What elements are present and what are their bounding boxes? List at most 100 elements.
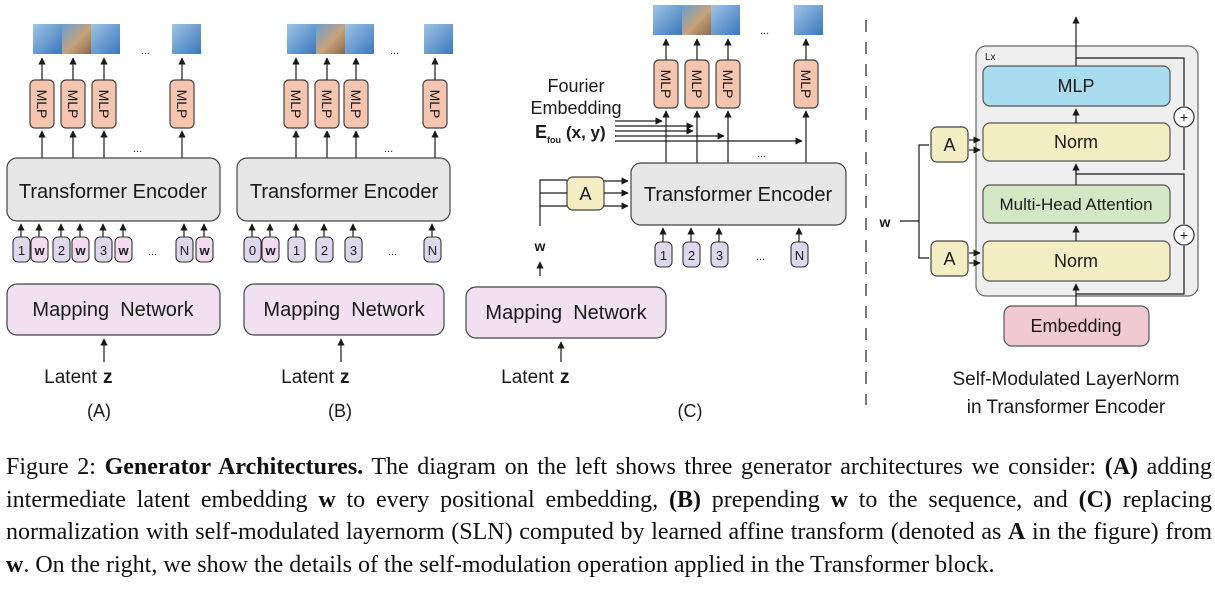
token-label: 1 xyxy=(293,243,300,258)
mlp-label: MLP xyxy=(65,90,81,119)
mapping-network-box xyxy=(465,286,667,339)
caption-text: to the sequence, and xyxy=(847,486,1079,513)
token-row: 0 w 1 2 3 N xyxy=(243,236,442,263)
token-label: w xyxy=(74,243,86,258)
panel-b: ... MLP MLP MLP MLP ... Transformer Enco… xyxy=(236,24,453,421)
token-row: 1 2 3 N xyxy=(654,241,809,268)
affine-label: A xyxy=(579,184,591,204)
ellipsis: ... xyxy=(757,148,766,160)
token-label: 3 xyxy=(100,243,107,258)
norm-top-label: Norm xyxy=(1054,132,1098,152)
panel-a: ... MLP MLP MLP MLP ... Transformer Enco… xyxy=(6,24,221,421)
affine-bottom-block xyxy=(930,240,969,277)
affine-top-label: A xyxy=(943,135,955,155)
mlp-label: MLP xyxy=(689,70,705,99)
token-label: 1 xyxy=(18,243,25,258)
token-label: w xyxy=(198,243,210,258)
panel-a-label: (A) xyxy=(87,401,111,421)
transformer-encoder-box xyxy=(6,157,221,222)
transformer-encoder-box xyxy=(236,157,451,222)
caption-text: replacing normalization with self-modula… xyxy=(6,486,1213,546)
mlp-label: MLP xyxy=(174,90,190,119)
fourier-label: Fourier xyxy=(547,76,604,96)
token-label: 1 xyxy=(660,248,667,263)
transformer-block-container xyxy=(975,45,1199,297)
sln-w-label: w xyxy=(879,214,891,230)
latent-label: Latent xyxy=(44,367,98,388)
w-label: w xyxy=(534,238,546,254)
caption-w: w xyxy=(6,551,24,578)
caption-text: prepending xyxy=(701,486,831,513)
latent-z: z xyxy=(560,367,570,388)
caption-c: (C) xyxy=(1078,486,1112,513)
token-row: 1 w 2 w 3 w N w xyxy=(12,236,214,263)
token-label: w xyxy=(117,243,129,258)
sln-title-line2: in Transformer Encoder xyxy=(967,397,1166,418)
affine-bottom-label: A xyxy=(943,249,955,269)
token-label: N xyxy=(795,248,804,263)
mlp-label: MLP xyxy=(427,90,443,119)
output-image-patches xyxy=(33,24,201,54)
token-label: N xyxy=(180,243,189,258)
latent-z: z xyxy=(340,367,350,388)
transformer-encoder-label: Transformer Encoder xyxy=(19,181,208,203)
plus-bottom-label: + xyxy=(1180,227,1188,243)
mapping-network-label: Mapping Network xyxy=(485,302,647,324)
transformer-encoder-box xyxy=(630,162,847,226)
residual-add-bottom xyxy=(1173,224,1195,246)
embedding-label: Embedding xyxy=(1030,316,1121,336)
efou-symbol: E xyxy=(535,122,547,142)
caption-a: (A) xyxy=(1104,454,1139,480)
residual-add-top xyxy=(1173,106,1195,128)
caption-b: (B) xyxy=(669,486,701,513)
panel-c-label: (C) xyxy=(678,401,703,421)
caption-w: w xyxy=(318,486,336,513)
token-label: w xyxy=(264,243,276,258)
fourier-embedding-label: Embedding xyxy=(530,98,621,118)
ellipsis: ... xyxy=(756,251,765,263)
sln-mlp-label: MLP xyxy=(1057,76,1094,96)
caption-w: w xyxy=(830,486,848,513)
output-image-patches xyxy=(287,24,453,54)
ellipsis: ... xyxy=(141,45,150,57)
mlp-blocks: MLP MLP MLP MLP xyxy=(29,79,195,129)
token-label: 2 xyxy=(321,243,328,258)
token-label: 0 xyxy=(249,243,256,258)
mlp-label: MLP xyxy=(288,90,304,119)
caption-text: The diagram on the left shows three gene… xyxy=(363,454,1105,480)
sln-title-line1: Self-Modulated LayerNorm xyxy=(952,369,1179,390)
caption-text: . On the right, we show the details of t… xyxy=(23,551,995,578)
caption-text: in the figure) from xyxy=(1025,519,1212,545)
transformer-encoder-label: Transformer Encoder xyxy=(644,184,833,206)
mlp-label: MLP xyxy=(720,70,736,99)
latent-z: z xyxy=(103,367,113,388)
caption-a-bold: A xyxy=(1008,519,1026,545)
mapping-network-box xyxy=(243,283,445,336)
panel-b-label: (B) xyxy=(328,401,352,421)
lx-label: Lx xyxy=(985,52,996,63)
efou-subscript: fou xyxy=(547,135,561,145)
caption-text: adding intermediate latent embedding xyxy=(6,454,1212,513)
ellipsis: ... xyxy=(148,246,157,258)
ellipsis: ... xyxy=(760,25,769,37)
transformer-encoder-label: Transformer Encoder xyxy=(250,181,439,203)
caption-bold-title: Generator Architectures. xyxy=(104,454,364,480)
mlp-label: MLP xyxy=(658,70,674,99)
multi-head-attention-label: Multi-Head Attention xyxy=(999,195,1152,214)
ellipsis: ... xyxy=(390,45,399,57)
token-label: 3 xyxy=(716,248,723,263)
latent-label: Latent xyxy=(281,367,335,388)
figure-caption: Figure 2: Generator Architectures. The d… xyxy=(6,451,1212,581)
mlp-label: MLP xyxy=(798,70,814,99)
norm-bottom-label: Norm xyxy=(1054,251,1098,271)
mlp-blocks: MLP MLP MLP MLP xyxy=(653,59,819,109)
token-label: 3 xyxy=(350,243,357,258)
token-label: 2 xyxy=(58,243,65,258)
ellipsis: ... xyxy=(384,143,393,155)
ellipsis: ... xyxy=(388,246,397,258)
ellipsis: ... xyxy=(133,143,142,155)
generator-architecture-diagram: ... MLP MLP MLP MLP ... Transformer Enco… xyxy=(6,5,1199,421)
mlp-label: MLP xyxy=(96,90,112,119)
mapping-network-box xyxy=(6,283,221,336)
caption-text: to every positional embedding, xyxy=(335,486,669,513)
